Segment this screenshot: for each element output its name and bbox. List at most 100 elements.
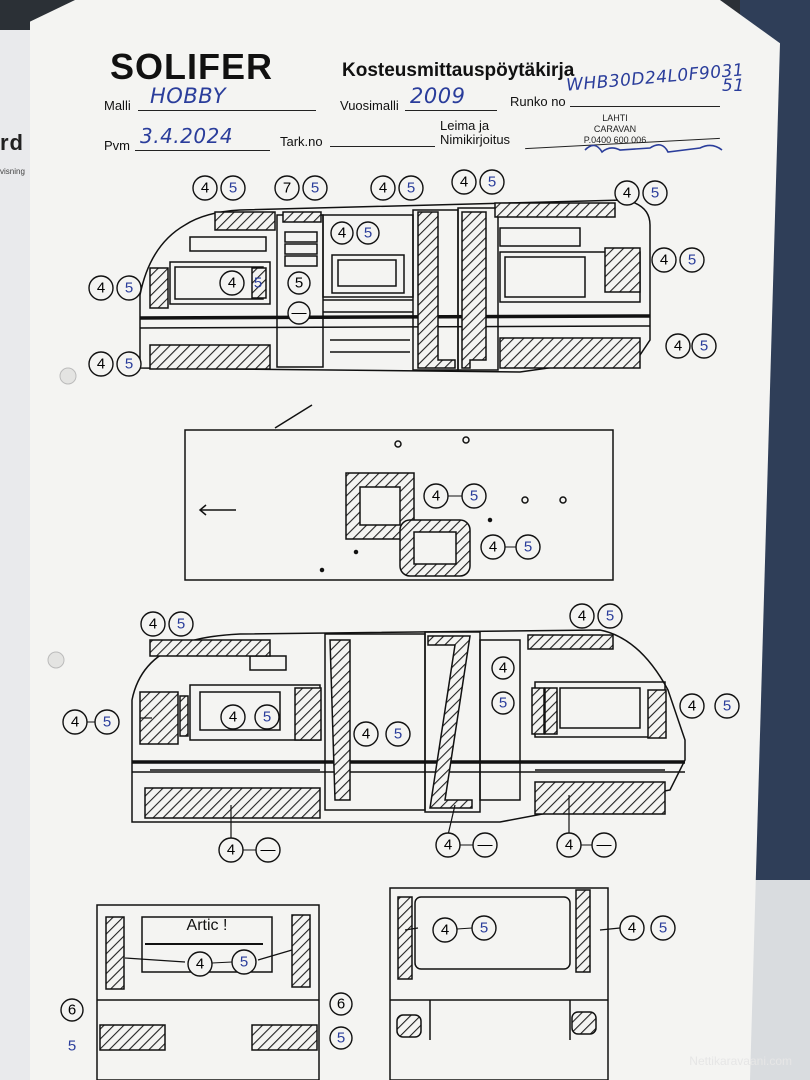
reading-leaders [124,717,621,963]
reading-value: 5 [125,280,133,297]
runko-suffix: 51 [722,76,745,96]
reading-value: 6 [68,1002,76,1019]
reading-value: 5 [177,616,185,633]
malli-value: HOBBY [150,84,227,108]
side-view-top [139,199,651,373]
reading-value: 4 [149,616,157,633]
tark-label: Tark.no [280,134,323,149]
stamp-line-3: P.0400 600 006 [583,135,647,145]
signature [584,144,723,154]
reading-value: 4 [674,338,682,355]
nimikirjoitus-label: Nimikirjoitus [440,132,511,147]
hole-punch [59,367,77,385]
reading-value: 4 [444,837,452,854]
reading-bottom-10: 4— [556,832,617,858]
reading-value: 5 [700,338,708,355]
reading-value: 4 [379,180,387,197]
reading-value: 4 [565,837,573,854]
reading-value: 5 [606,608,614,625]
reading-value: — [292,305,307,322]
artic-label: Artic ! [187,917,228,934]
reading-value: 5 [254,275,262,292]
reading-value: 5 [470,488,478,505]
reading-value: 5 [229,180,237,197]
reading-value: 4 [97,280,105,297]
runko-label: Runko no [510,94,566,109]
reading-value: 5 [394,726,402,743]
reading-front-3: 65 [329,992,353,1050]
reading-value: 5 [68,1038,76,1055]
reading-value: 5 [407,180,415,197]
reading-value: 5 [488,174,496,191]
reading-value: 4 [71,714,79,731]
malli-line [138,110,316,111]
reading-value: 4 [628,920,636,937]
reading-value: 5 [295,275,303,292]
reading-value: 5 [524,539,532,556]
stamp-line-1: LAHTI [602,113,628,123]
reading-bottom-9: 4— [435,832,498,858]
reading-value: 5 [364,225,372,242]
reading-value: 4 [229,709,237,726]
reading-value: 4 [201,180,209,197]
reading-value: 4 [489,539,497,556]
reading-value: — [478,837,493,854]
reading-value: 5 [688,252,696,269]
document-title: Kosteusmittauspöytäkirja [342,60,575,81]
reading-value: 5 [723,698,731,715]
watermark: Nettikaravaani.com [689,1054,792,1068]
side-view-bottom [131,629,686,823]
reading-value: 5 [263,709,271,726]
reading-value: 4 [499,660,507,677]
reading-value: 5 [499,695,507,712]
reading-value: 4 [460,174,468,191]
reading-front-2: 65 [60,998,84,1055]
reading-value: — [597,837,612,854]
stamp-line-2: CARAVAN [593,124,637,134]
vuosimalli-line [405,110,497,111]
reading-value: 5 [659,920,667,937]
brand-logo: SOLIFER [110,46,274,87]
reading-value: 5 [103,714,111,731]
pvm-value: 3.4.2024 [140,124,234,148]
reading-value: 4 [338,225,346,242]
reading-value: 4 [441,922,449,939]
reading-bottom-6: 45 [491,656,515,715]
reading-value: 4 [578,608,586,625]
reading-top-12: 5— [287,271,311,325]
reading-value: 4 [227,842,235,859]
reading-value: 7 [283,180,291,197]
reading-value: 4 [362,726,370,743]
reading-value: 5 [651,185,659,202]
pvm-label: Pvm [104,138,130,153]
floor-view [184,404,614,581]
pvm-line [135,150,270,151]
background-small-text: visning [0,167,25,176]
rear-view [389,887,609,1080]
reading-value: 5 [480,920,488,937]
reading-value: 5 [337,1030,345,1047]
front-view [96,904,320,1080]
reading-value: 5 [240,954,248,971]
